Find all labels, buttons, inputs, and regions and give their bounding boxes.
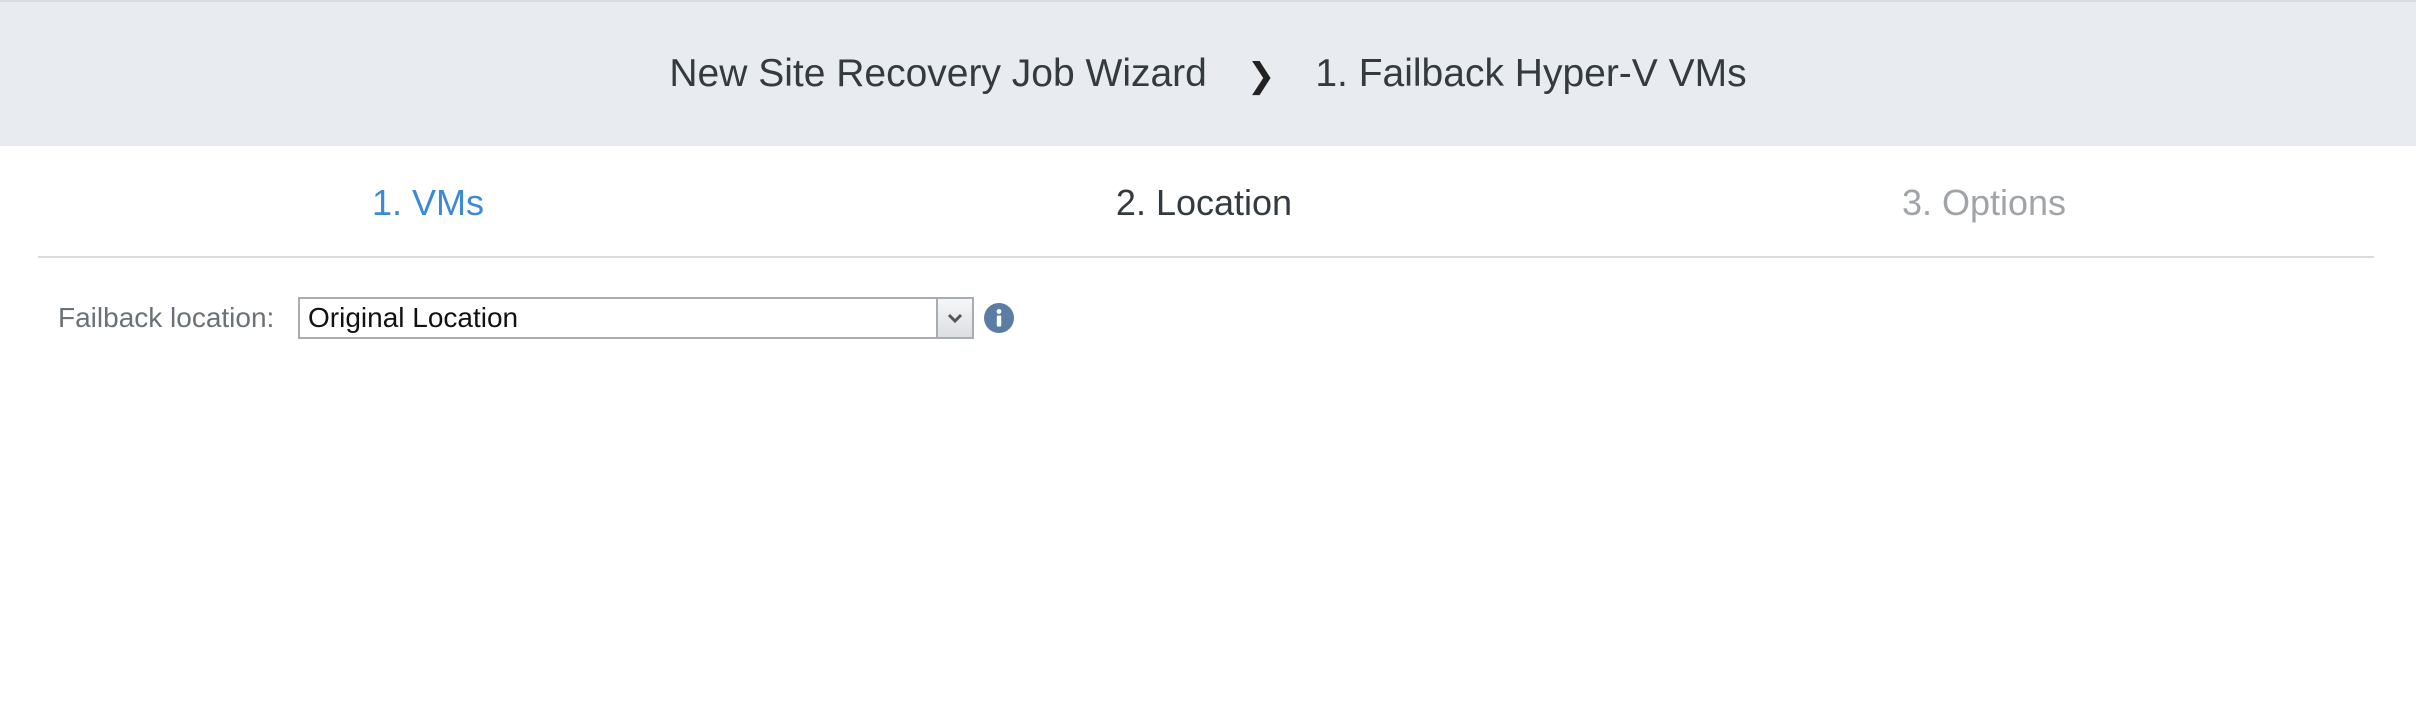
step-options: 3. Options — [1901, 182, 2067, 223]
failback-location-label: Failback location: — [58, 302, 275, 333]
failback-location-select[interactable]: Original Location — [298, 297, 974, 339]
wizard-title: New Site Recovery Job Wizard — [669, 52, 1207, 95]
failback-location-value: Original Location — [308, 302, 519, 333]
wizard-header: New Site Recovery Job Wizard ❯ 1. Failba… — [0, 0, 2416, 146]
failback-location-row: Failback location: Original Location — [58, 296, 1014, 340]
step-vms[interactable]: 1. VMs — [371, 182, 485, 223]
wizard-steps: 1. VMs 2. Location 3. Options — [38, 146, 2374, 258]
breadcrumb-separator-icon: ❯ — [1246, 56, 1276, 96]
info-icon[interactable] — [984, 303, 1014, 333]
chevron-down-icon — [947, 313, 963, 324]
step-location: 2. Location — [1115, 182, 1293, 223]
wizard-page-title: 1. Failback Hyper-V VMs — [1315, 52, 1747, 95]
dropdown-button[interactable] — [936, 299, 972, 337]
info-glyph-icon — [996, 309, 1002, 327]
